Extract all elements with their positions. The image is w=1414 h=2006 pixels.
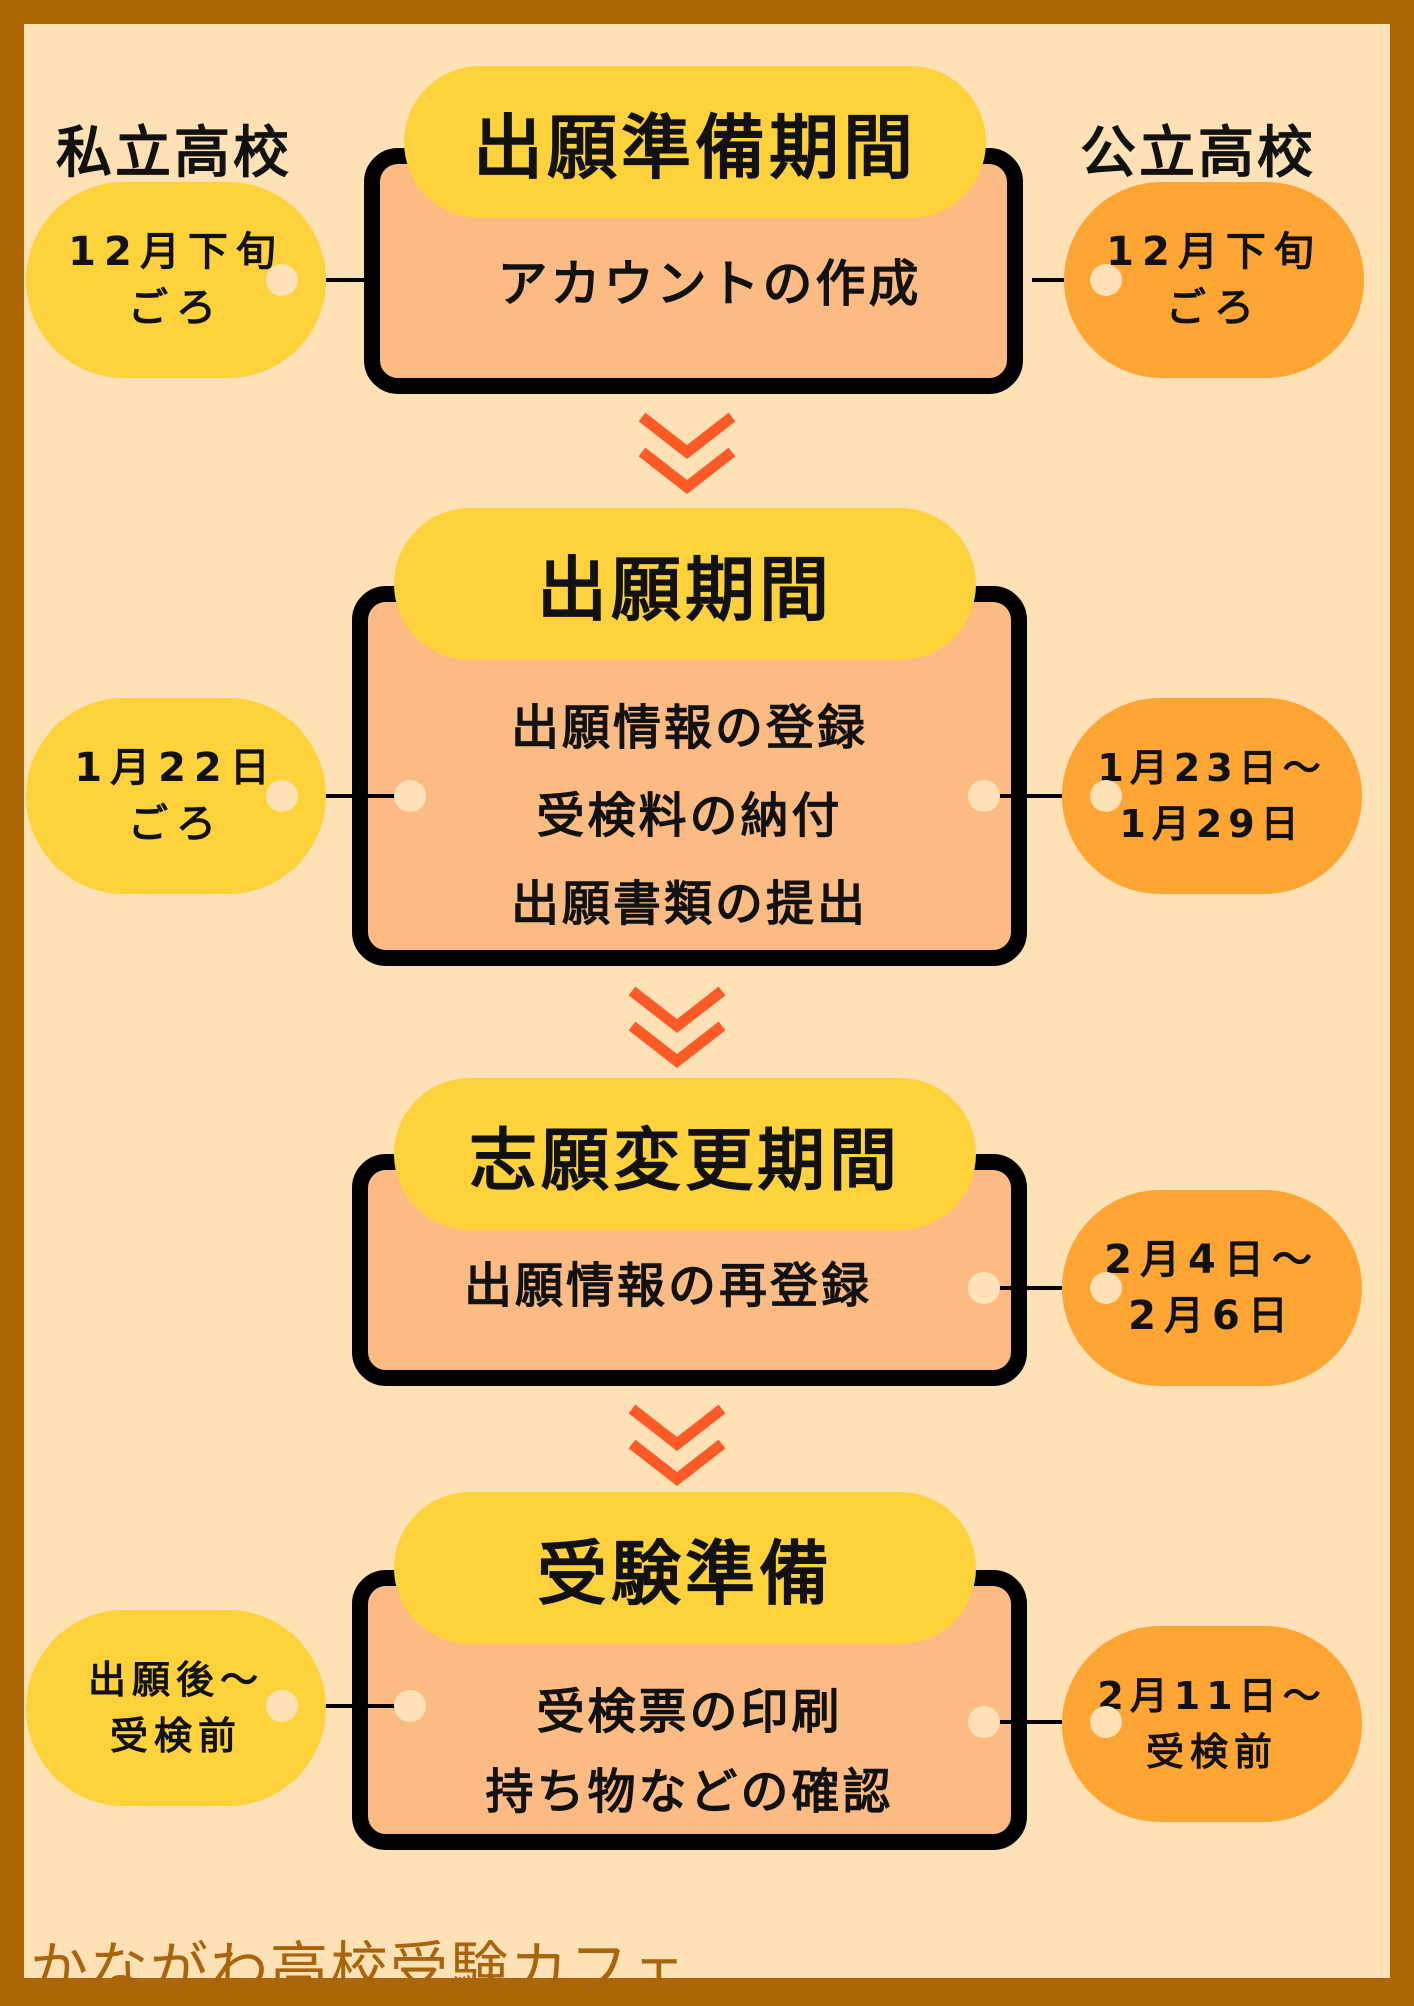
connector-dot <box>266 264 298 296</box>
date-line: 12月下旬 <box>68 229 284 275</box>
chevron-down-icon <box>628 986 726 1068</box>
stage-item: 持ち物などの確認 <box>485 1764 894 1820</box>
connector-dot <box>1090 264 1122 296</box>
date-line: 1月22日 <box>74 745 278 791</box>
connector-dot <box>394 1690 426 1722</box>
stage-items-exam-prep: 受検票の印刷 持ち物などの確認 <box>368 1672 1011 1832</box>
stage-items-change: 出願情報の再登録 <box>368 1246 968 1326</box>
stage-item: 受検票の印刷 <box>536 1684 843 1740</box>
stage-title-text: 出願期間 <box>537 548 833 631</box>
infographic-frame: 私立高校 公立高校 出願準備期間 アカウントの作成 12月下旬 ごろ 12月下旬… <box>24 24 1390 2003</box>
chevron-down-icon <box>638 412 736 494</box>
connector-dot <box>968 780 1000 812</box>
date-line: 1月29日 <box>1119 802 1305 846</box>
date-line: ごろ <box>128 801 224 847</box>
date-line: 2月11日～ <box>1097 1674 1327 1718</box>
date-line: ごろ <box>128 285 224 331</box>
public-date-change: 2月4日～ 2月6日 <box>1062 1190 1362 1386</box>
stage-title-text: 志願変更期間 <box>468 1121 901 1201</box>
stage-item: 出願書類の提出 <box>510 876 868 932</box>
stage-item: 出願情報の登録 <box>510 700 868 756</box>
connector-line <box>976 794 1106 798</box>
stage-items-application: 出願情報の登録 受検料の納付 出願書類の提出 <box>368 684 1011 948</box>
stage-title-application: 出願期間 <box>394 508 976 660</box>
stage-title-text: 受験準備 <box>537 1532 833 1615</box>
connector-dot <box>266 780 298 812</box>
date-line: ごろ <box>1166 285 1262 331</box>
public-school-header: 公立高校 <box>1080 121 1316 186</box>
stage-title-text: 出願準備期間 <box>473 106 917 189</box>
chevron-down-icon <box>628 1404 726 1486</box>
stage-item: 出願情報の再登録 <box>463 1258 872 1314</box>
connector-line <box>976 1286 1106 1290</box>
stage-title-exam-prep: 受験準備 <box>394 1492 976 1644</box>
date-line: 2月4日～ <box>1104 1237 1320 1283</box>
connector-dot <box>968 1272 1000 1304</box>
connector-line <box>976 1720 1106 1724</box>
date-line: 受検前 <box>1145 1730 1278 1774</box>
date-line: 2月6日 <box>1128 1293 1296 1339</box>
private-school-header: 私立高校 <box>56 121 292 186</box>
stage-items-preparation: アカウントの作成 <box>380 244 1039 324</box>
connector-line <box>278 1704 408 1708</box>
connector-dot <box>1090 1272 1122 1304</box>
date-line: 受検前 <box>109 1714 242 1758</box>
connector-dot <box>1090 780 1122 812</box>
site-watermark: かながわ高校受験カフェ <box>30 1935 691 2003</box>
connector-dot <box>1090 1706 1122 1738</box>
date-line: 出願後～ <box>87 1658 264 1702</box>
private-date-exam-prep: 出願後～ 受検前 <box>26 1610 326 1806</box>
stage-title-change: 志願変更期間 <box>394 1078 976 1230</box>
date-line: 12月下旬 <box>1106 229 1322 275</box>
public-date-preparation: 12月下旬 ごろ <box>1064 182 1364 378</box>
connector-dot <box>266 1690 298 1722</box>
stage-item: 受検料の納付 <box>536 788 843 844</box>
stage-item: アカウントの作成 <box>497 255 922 313</box>
stage-title-preparation: 出願準備期間 <box>404 66 986 218</box>
connector-dot <box>394 780 426 812</box>
connector-dot <box>968 1706 1000 1738</box>
date-line: 1月23日～ <box>1097 746 1327 790</box>
connector-line <box>278 794 408 798</box>
